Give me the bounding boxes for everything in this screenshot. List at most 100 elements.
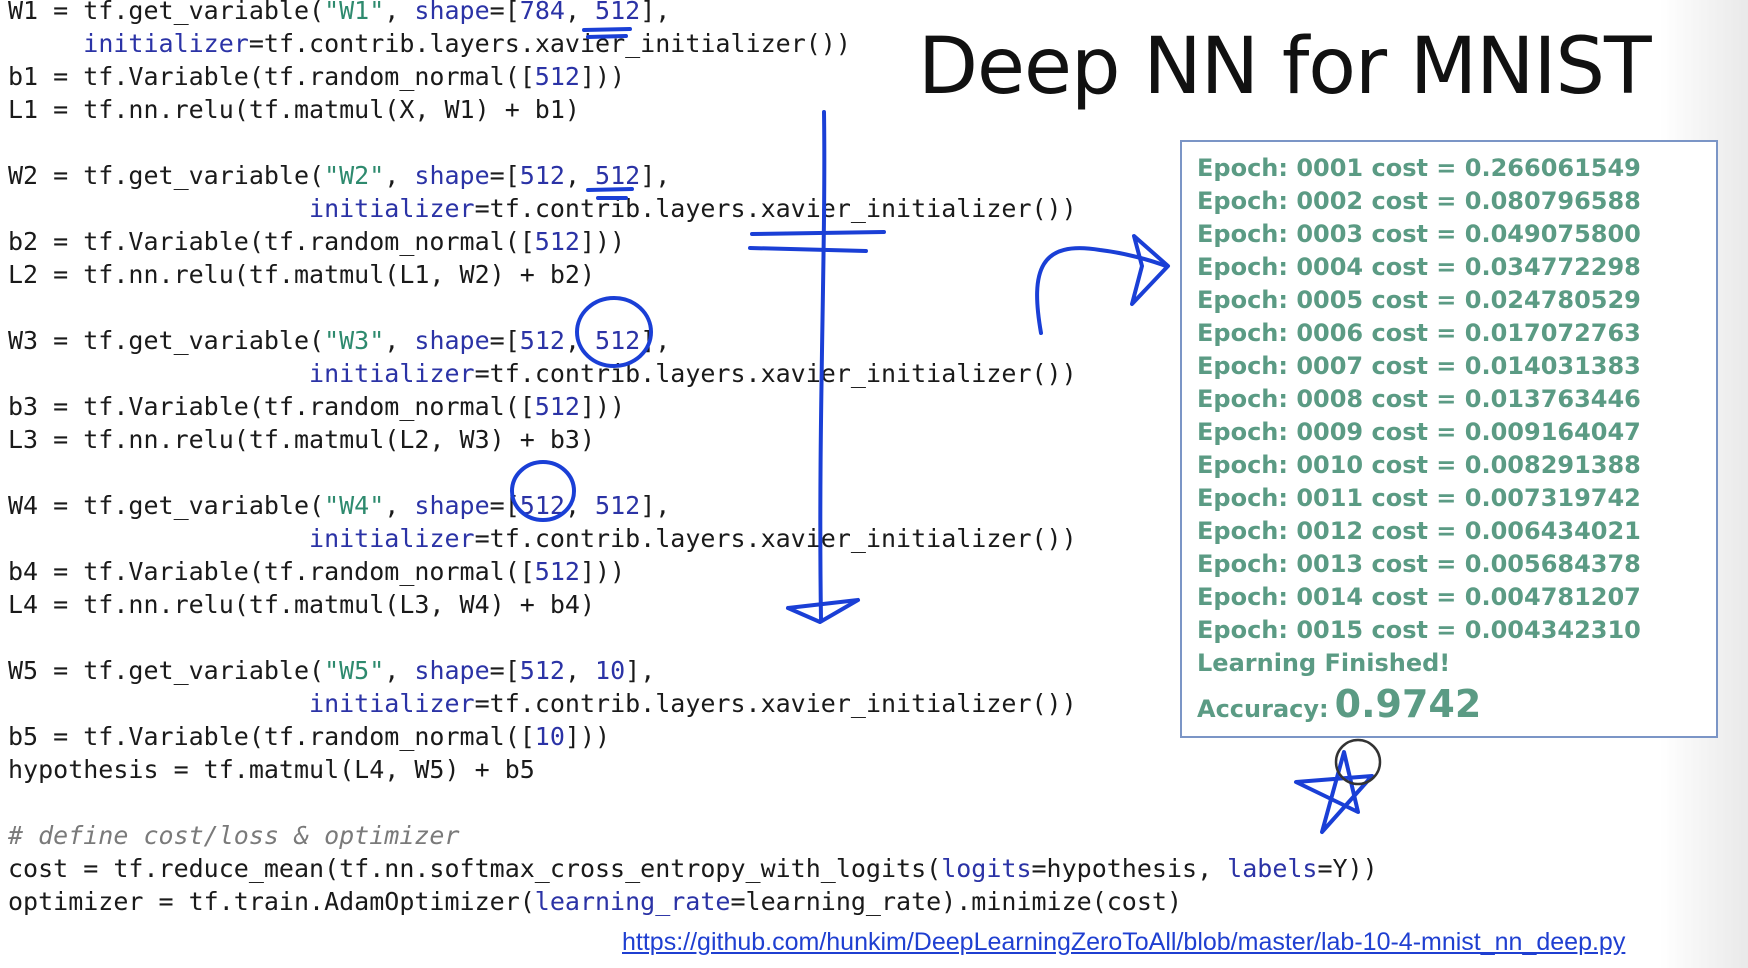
code-token: ])) — [579, 227, 626, 256]
code-token: ], — [625, 656, 656, 685]
code-token: 512 — [595, 326, 641, 355]
code-token: L4 = tf.nn.relu(tf.matmul(L3, W4) + b4) — [8, 590, 595, 619]
code-token: ], — [640, 0, 671, 25]
code-token: logits — [941, 854, 1032, 883]
code-token: shape — [414, 326, 490, 355]
log-line: Epoch: 0011 cost = 0.007319742 — [1197, 484, 1641, 512]
code-token: optimizer = tf.train.AdamOptimizer( — [8, 887, 535, 916]
slide-title: Deep NN for MNIST — [918, 22, 1652, 112]
code-token: initializer — [309, 359, 475, 388]
code-token: W2 = tf.get_variable( — [8, 161, 325, 190]
code-token: labels — [1227, 854, 1318, 883]
code-token: # define cost/loss & optimizer — [8, 821, 460, 850]
log-line: Epoch: 0002 cost = 0.080796588 — [1197, 187, 1641, 215]
code-token: 512 — [519, 161, 565, 190]
code-token: b4 = tf.Variable(tf.random_normal([ — [8, 557, 535, 586]
code-token: =tf.contrib.layers.xavier_initializer()) — [474, 689, 1077, 718]
code-token: b3 = tf.Variable(tf.random_normal([ — [8, 392, 535, 421]
code-token: shape — [414, 656, 490, 685]
code-line: W3 = tf.get_variable("W3", shape=[512, 5… — [8, 324, 1378, 357]
code-token: ], — [640, 491, 671, 520]
code-line: W2 = tf.get_variable("W2", shape=[512, 5… — [8, 159, 1378, 192]
code-token: , — [384, 161, 415, 190]
code-token: =Y)) — [1317, 854, 1378, 883]
code-token — [8, 524, 309, 553]
code-token: 512 — [534, 392, 580, 421]
code-token: hypothesis = tf.matmul(L4, W5) + b5 — [8, 755, 535, 784]
code-token: shape — [414, 0, 490, 25]
code-line: b4 = tf.Variable(tf.random_normal([512])… — [8, 555, 1378, 588]
code-line: W5 = tf.get_variable("W5", shape=[512, 1… — [8, 654, 1378, 687]
code-line: W4 = tf.get_variable("W4", shape=[512, 5… — [8, 489, 1378, 522]
code-token: , — [564, 656, 596, 685]
code-token: b5 = tf.Variable(tf.random_normal([ — [8, 722, 535, 751]
code-line: initializer=tf.contrib.layers.xavier_ini… — [8, 522, 1378, 555]
code-token: b2 = tf.Variable(tf.random_normal([ — [8, 227, 535, 256]
code-token: L2 = tf.nn.relu(tf.matmul(L1, W2) + b2) — [8, 260, 595, 289]
code-token: ])) — [579, 392, 626, 421]
code-line — [8, 786, 1378, 819]
code-token: =tf.contrib.layers.xavier_initializer()) — [474, 359, 1077, 388]
code-token: , — [384, 656, 415, 685]
code-token: "W5" — [324, 656, 385, 685]
code-line — [8, 621, 1378, 654]
accuracy-value: 0.9742 — [1334, 682, 1482, 726]
code-token: 512 — [534, 557, 580, 586]
code-token: L1 = tf.nn.relu(tf.matmul(X, W1) + b1) — [8, 95, 580, 124]
code-token: 512 — [595, 161, 641, 190]
log-line: Epoch: 0007 cost = 0.014031383 — [1197, 352, 1641, 380]
log-line: Epoch: 0013 cost = 0.005684378 — [1197, 550, 1641, 578]
code-line: initializer=tf.contrib.layers.xavier_ini… — [8, 687, 1378, 720]
code-line: optimizer = tf.train.AdamOptimizer(learn… — [8, 885, 1378, 918]
code-line: cost = tf.reduce_mean(tf.nn.softmax_cros… — [8, 852, 1378, 885]
code-line: initializer=tf.contrib.layers.xavier_ini… — [8, 357, 1378, 390]
code-token: , — [384, 491, 415, 520]
code-token: =[ — [489, 161, 520, 190]
code-token — [8, 194, 309, 223]
code-token: "W2" — [324, 161, 385, 190]
code-line: W1 = tf.get_variable("W1", shape=[784, 5… — [8, 0, 1378, 27]
code-token — [8, 689, 309, 718]
code-line: L3 = tf.nn.relu(tf.matmul(L2, W3) + b3) — [8, 423, 1378, 456]
code-line — [8, 126, 1378, 159]
code-token: 512 — [519, 491, 565, 520]
log-line: Epoch: 0005 cost = 0.024780529 — [1197, 286, 1641, 314]
log-line: Epoch: 0014 cost = 0.004781207 — [1197, 583, 1641, 611]
code-token: learning_rate — [534, 887, 731, 916]
code-token: =tf.contrib.layers.xavier_initializer()) — [474, 524, 1077, 553]
log-line: Epoch: 0006 cost = 0.017072763 — [1197, 319, 1641, 347]
code-token — [8, 359, 309, 388]
code-line: L4 = tf.nn.relu(tf.matmul(L3, W4) + b4) — [8, 588, 1378, 621]
code-token: =hypothesis, — [1031, 854, 1228, 883]
log-line: Epoch: 0010 cost = 0.008291388 — [1197, 451, 1641, 479]
code-token: W4 = tf.get_variable( — [8, 491, 325, 520]
code-token: 512 — [595, 491, 641, 520]
code-token: ])) — [579, 557, 626, 586]
code-token: cost = tf.reduce_mean(tf.nn.softmax_cros… — [8, 854, 942, 883]
code-token: , — [564, 0, 596, 25]
log-line: Epoch: 0012 cost = 0.006434021 — [1197, 517, 1641, 545]
code-token: =[ — [489, 491, 520, 520]
code-token: , — [564, 161, 596, 190]
log-line: Epoch: 0009 cost = 0.009164047 — [1197, 418, 1641, 446]
code-line — [8, 291, 1378, 324]
code-token: ])) — [564, 722, 611, 751]
code-token: 512 — [519, 326, 565, 355]
log-line: Epoch: 0015 cost = 0.004342310 — [1197, 616, 1641, 644]
code-token: =[ — [489, 326, 520, 355]
code-token: , — [384, 0, 415, 25]
log-line: Epoch: 0003 cost = 0.049075800 — [1197, 220, 1641, 248]
source-link[interactable]: https://github.com/hunkim/DeepLearningZe… — [622, 928, 1626, 956]
code-line: b1 = tf.Variable(tf.random_normal([512])… — [8, 60, 1378, 93]
code-line: initializer=tf.contrib.layers.xavier_ini… — [8, 27, 1378, 60]
code-token: initializer — [309, 524, 475, 553]
code-token: 784 — [519, 0, 565, 25]
code-token: b1 = tf.Variable(tf.random_normal([ — [8, 62, 535, 91]
code-token: 10 — [534, 722, 565, 751]
code-token: =learning_rate).minimize(cost) — [730, 887, 1183, 916]
code-line: b3 = tf.Variable(tf.random_normal([512])… — [8, 390, 1378, 423]
code-listing: W1 = tf.get_variable("W1", shape=[784, 5… — [8, 0, 1378, 918]
code-token: , — [564, 326, 596, 355]
log-line: Epoch: 0008 cost = 0.013763446 — [1197, 385, 1641, 413]
code-token: 512 — [534, 227, 580, 256]
